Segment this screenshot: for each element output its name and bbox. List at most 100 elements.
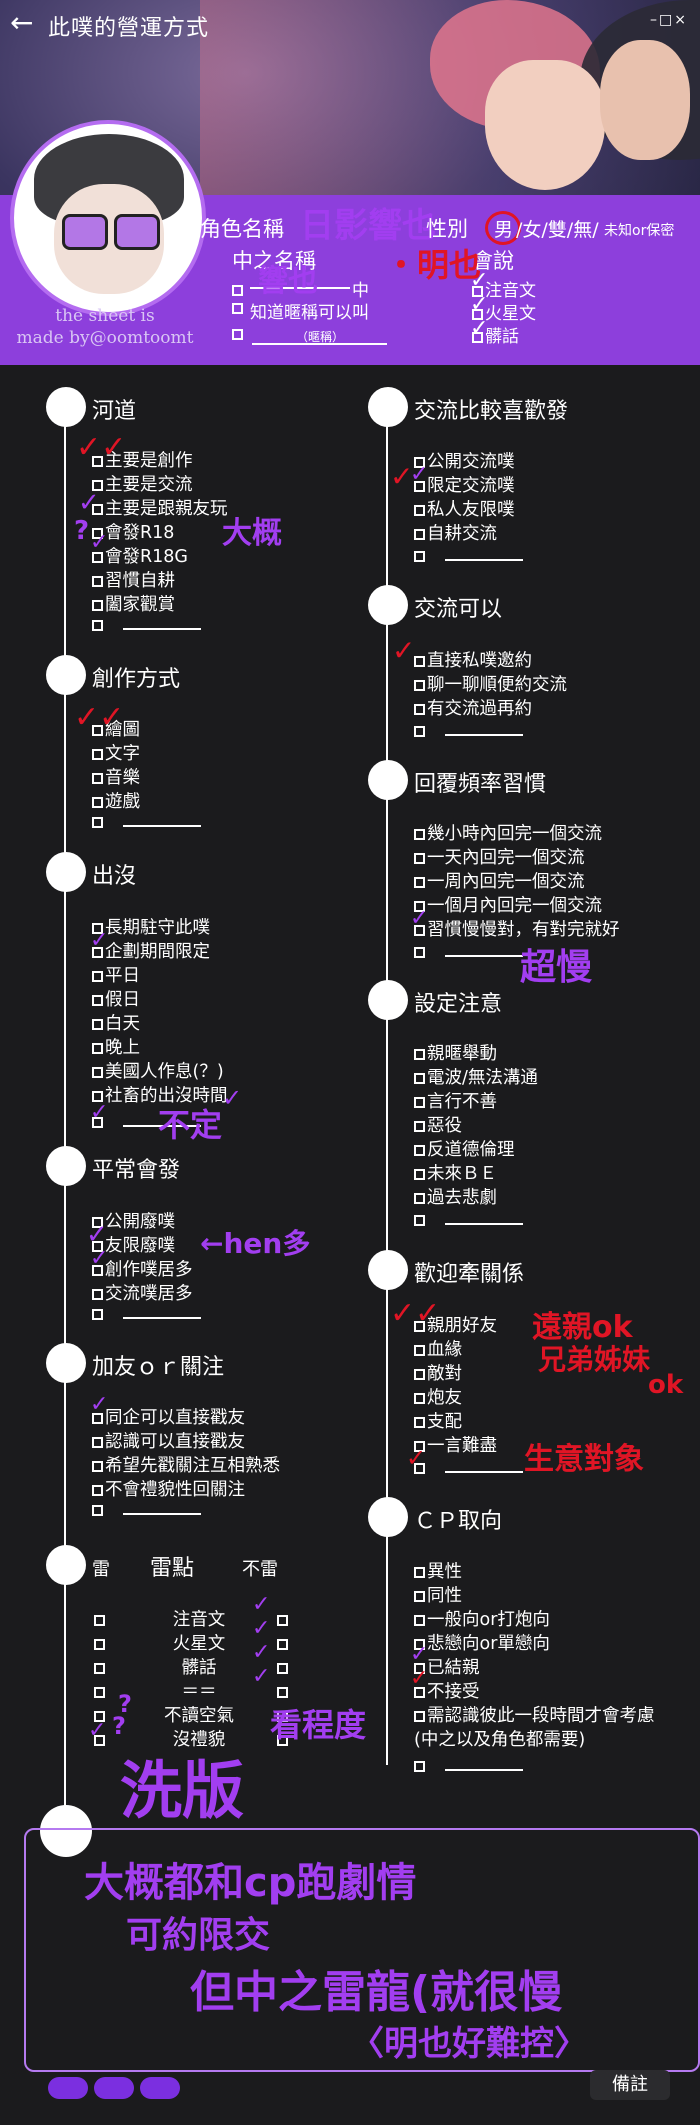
cp-item-2[interactable]: 同性: [414, 1582, 462, 1607]
footer-pill-2[interactable]: [94, 2077, 134, 2099]
mines-row-6-ok-checkbox[interactable]: [277, 1734, 288, 1746]
reply-item-1[interactable]: 幾小時內回完一個交流: [414, 820, 602, 845]
mines-row-2-ok-checkbox[interactable]: [277, 1638, 288, 1650]
relation-item-4-label: 炮友: [427, 1388, 462, 1408]
mines-row-4-ok-checkbox[interactable]: [277, 1686, 288, 1698]
appear-item-blank[interactable]: [92, 1112, 201, 1132]
reply-item-4[interactable]: 一個月內回完一個交流: [414, 892, 602, 917]
speak-item-zhuyin[interactable]: 注音文: [472, 276, 536, 301]
usual-item-2[interactable]: 友限廢噗: [92, 1232, 175, 1257]
cp-item-4[interactable]: 悲戀向or單戀向: [414, 1630, 550, 1655]
reply-item-5[interactable]: 習慣慢慢對，有對完就好: [414, 916, 620, 941]
relation-item-1[interactable]: 親朋好友: [414, 1312, 497, 1337]
notes-item-5[interactable]: 反道德倫理: [414, 1136, 515, 1161]
river-item-blank[interactable]: [92, 615, 201, 635]
notes-item-blank[interactable]: [414, 1210, 523, 1230]
memo-box[interactable]: [24, 1828, 700, 2072]
prefer-item-1[interactable]: 公開交流噗: [414, 448, 515, 473]
section-reply-dot: [368, 760, 408, 800]
river-item-1[interactable]: 主要是創作: [92, 447, 193, 472]
notes-item-4[interactable]: 惡役: [414, 1112, 462, 1137]
can-item-2[interactable]: 聊一聊順便約交流: [414, 671, 567, 696]
usual-item-3[interactable]: 創作噗居多: [92, 1256, 193, 1281]
follow-item-1[interactable]: 同企可以直接戳友: [92, 1404, 245, 1429]
river-item-7[interactable]: 闔家觀賞: [92, 591, 175, 616]
create-item-2[interactable]: 文字: [92, 740, 140, 765]
can-item-1[interactable]: 直接私噗邀約: [414, 647, 532, 672]
can-item-3[interactable]: 有交流過再約: [414, 695, 532, 720]
reply-item-3[interactable]: 一周內回完一個交流: [414, 868, 585, 893]
mines-row-1-mine-checkbox[interactable]: [94, 1614, 105, 1626]
appear-item-6[interactable]: 晚上: [92, 1034, 140, 1059]
river-item-3[interactable]: 主要是跟親友玩: [92, 495, 228, 520]
create-item-3[interactable]: 音樂: [92, 764, 140, 789]
river-item-2[interactable]: 主要是交流: [92, 471, 193, 496]
prefer-item-blank[interactable]: [414, 546, 523, 566]
river-item-5[interactable]: 會發R18G: [92, 543, 188, 568]
relation-item-4[interactable]: 炮友: [414, 1384, 462, 1409]
mines-row-3-ok-checkbox[interactable]: [277, 1662, 288, 1674]
usual-item-blank[interactable]: [92, 1304, 201, 1324]
appear-item-4[interactable]: 假日: [92, 986, 140, 1011]
memo-button[interactable]: 備註: [590, 2070, 670, 2100]
cp-item-3[interactable]: 一般向or打炮向: [414, 1606, 550, 1631]
window-controls-icon[interactable]: –□×: [650, 12, 688, 28]
mines-row-3-mine-checkbox[interactable]: [94, 1662, 105, 1674]
can-item-blank[interactable]: [414, 721, 523, 741]
follow-item-blank[interactable]: [92, 1500, 201, 1520]
appear-item-8[interactable]: 社畜的出沒時間: [92, 1082, 228, 1107]
mines-row-1-ok-checkbox[interactable]: [277, 1614, 288, 1626]
footer-pill-1[interactable]: [48, 2077, 88, 2099]
appear-item-3[interactable]: 平日: [92, 962, 140, 987]
cp-item-7[interactable]: 需認識彼此一段時間才會考慮: [414, 1702, 655, 1727]
cp-item-5[interactable]: 已結親: [414, 1654, 480, 1679]
notes-item-3[interactable]: 言行不善: [414, 1088, 497, 1113]
relation-item-2[interactable]: 血緣: [414, 1336, 462, 1361]
notes-item-6[interactable]: 未來ＢＥ: [414, 1160, 497, 1185]
prefer-item-4[interactable]: 自耕交流: [414, 520, 497, 545]
prefer-item-2[interactable]: 限定交流噗: [414, 472, 515, 497]
usual-item-1[interactable]: 公開廢噗: [92, 1208, 175, 1233]
reply-item-blank[interactable]: [414, 942, 523, 962]
appear-item-1[interactable]: 長期駐守此噗: [92, 914, 210, 939]
back-arrow-icon[interactable]: ←: [10, 6, 34, 39]
mines-row-2-mine-checkbox[interactable]: [94, 1638, 105, 1650]
follow-item-4[interactable]: 不會禮貌性回關注: [92, 1476, 245, 1501]
mines-row-6-mine-checkbox[interactable]: [94, 1734, 105, 1746]
relation-item-6[interactable]: 一言難盡: [414, 1432, 497, 1457]
cp-item-1[interactable]: 異性: [414, 1558, 462, 1583]
reply-item-2[interactable]: 一天內回完一個交流: [414, 844, 585, 869]
know-nick-checkbox[interactable]: [232, 298, 245, 318]
follow-item-2[interactable]: 認識可以直接戳友: [92, 1428, 245, 1453]
speak-item-martian[interactable]: 火星文: [472, 299, 536, 324]
notes-item-2[interactable]: 電波/無法溝通: [414, 1064, 538, 1089]
prefer-item-3[interactable]: 私人友限噗: [414, 496, 515, 521]
create-item-4-label: 遊戲: [105, 792, 140, 812]
footer-pill-3[interactable]: [140, 2077, 180, 2099]
follow-item-2-label: 認識可以直接戳友: [105, 1432, 245, 1452]
cp-item-blank[interactable]: [414, 1756, 523, 1776]
nick-checkbox[interactable]: [232, 324, 245, 344]
mines-row-5-ok-checkbox[interactable]: [277, 1710, 288, 1722]
create-item-4[interactable]: 遊戲: [92, 788, 140, 813]
notes-item-1[interactable]: 親暱舉動: [414, 1040, 497, 1065]
appear-item-5[interactable]: 白天: [92, 1010, 140, 1035]
create-item-1[interactable]: 繪圖: [92, 716, 140, 741]
river-item-4[interactable]: 會發R18: [92, 519, 174, 544]
notes-item-7[interactable]: 過去悲劇: [414, 1184, 497, 1209]
create-item-blank[interactable]: [92, 812, 201, 832]
river-item-6[interactable]: 習慣自耕: [92, 567, 175, 592]
cp-item-6[interactable]: 不接受: [414, 1678, 480, 1703]
nakanohito-checkbox[interactable]: [232, 280, 245, 299]
speak-item-swear[interactable]: 髒話: [472, 322, 519, 347]
follow-item-3[interactable]: 希望先戳關注互相熟悉: [92, 1452, 280, 1477]
relation-item-blank[interactable]: [414, 1458, 523, 1478]
appear-item-2[interactable]: 企劃期間限定: [92, 938, 210, 963]
relation-item-5[interactable]: 支配: [414, 1408, 462, 1433]
appear-item-7[interactable]: 美國人作息(？): [92, 1058, 224, 1083]
nick-hint: （暱稱）: [296, 330, 345, 344]
usual-item-4[interactable]: 交流噗居多: [92, 1280, 193, 1305]
mines-row-4-mine-checkbox[interactable]: [94, 1686, 105, 1698]
mines-row-5-mine-checkbox[interactable]: [94, 1710, 105, 1722]
relation-item-3[interactable]: 敵對: [414, 1360, 462, 1385]
